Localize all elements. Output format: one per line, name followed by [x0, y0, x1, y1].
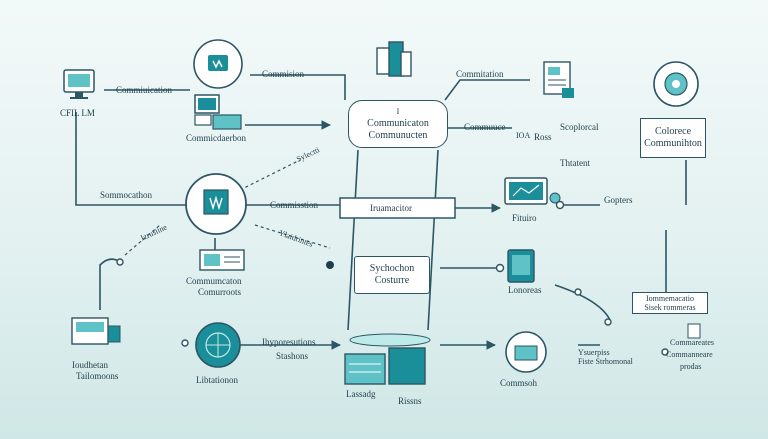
label-small-note-1: Ysuerpiss: [578, 348, 610, 357]
label-right-stack-3: prodas: [680, 362, 702, 371]
label-right-stack-1: Commareates: [670, 338, 714, 347]
label-top-left-arrow: Commiuication: [116, 85, 172, 95]
tablet-icon: [507, 249, 535, 283]
label-lonoreas: Lonoreas: [508, 285, 542, 295]
label-card-line2: Comurroots: [198, 287, 242, 297]
server-stack-icon: [376, 41, 412, 77]
sync-box-line1: Sychochon: [369, 263, 415, 274]
label-hyper-1: Ihyporesutions: [262, 337, 316, 347]
label-right-stack-2: Commanneare: [666, 350, 713, 359]
laptop-icon: [194, 94, 242, 130]
label-number-box: IOA: [516, 131, 531, 140]
label-hub-arrow: Commisstion: [270, 200, 319, 210]
endpoint-dots: [116, 200, 669, 356]
label-mid-left: Sommocathon: [100, 190, 152, 200]
desktop-monitor-icon: [63, 69, 95, 99]
card-icon: [199, 249, 245, 271]
dashed-links: [124, 159, 331, 256]
middle-bar-frame: [339, 197, 456, 219]
label-lassadg: Lassadg: [346, 389, 376, 399]
gear-icon: [653, 61, 699, 107]
central-box-line2: Communucten: [368, 130, 428, 141]
globe-icon: [195, 322, 241, 368]
label-thatent: Thtatent: [560, 158, 590, 168]
top-right-box-line2: Communihton: [644, 138, 702, 149]
label-rissrs: Rissns: [398, 396, 422, 406]
label-gopters: Gopters: [604, 195, 633, 205]
label-laptop-caption: Commicdaerbon: [186, 133, 246, 143]
small-doc-icon: [687, 323, 701, 339]
label-left-monitor: CFIL LM: [60, 108, 95, 118]
alert-box-line1: Iommemacatio: [646, 294, 694, 303]
label-bottom-left-1: Ioudhetan: [72, 360, 108, 370]
label-scoperal: Scoplorcal: [560, 122, 599, 132]
label-bottom-left-2: Tailomoons: [76, 371, 119, 381]
label-top-center: Commision: [262, 69, 305, 79]
label-small-note-2: Fiste Strhomonal: [578, 357, 633, 366]
label-commuce: Commuuce: [464, 122, 506, 132]
cloud-icon: [505, 331, 547, 373]
top-right-box-line1: Colorece: [654, 126, 692, 137]
sync-box-line2: Costurre: [374, 275, 410, 286]
central-box-marker: I: [396, 107, 400, 116]
label-ross: Ross: [534, 132, 552, 142]
printer-icon: [71, 317, 121, 345]
label-top-right: Commitation: [456, 69, 504, 79]
middle-bar-label: Iruamacitor: [370, 203, 412, 213]
document-chart-icon: [543, 61, 574, 98]
chat-logo-icon: [193, 39, 243, 89]
alert-box: Iommemacatio Sisek rommeras: [632, 292, 708, 314]
right-monitor-icon: [504, 177, 561, 205]
hub-icon: [185, 173, 247, 235]
label-fiturne: Fituiro: [512, 213, 537, 223]
label-commsion: Commsoh: [500, 378, 538, 388]
server-cluster-icon: [344, 333, 431, 385]
central-communication-box: I Communicaton Communucten: [348, 100, 448, 148]
top-right-box: Colorece Communihton: [640, 118, 706, 158]
alert-box-line2: Sisek rommeras: [644, 303, 696, 312]
label-card-line1: Commumcaton: [186, 276, 242, 286]
label-hyper-2: Stashons: [276, 351, 309, 361]
label-libtation: Libtationon: [196, 375, 238, 385]
central-box-line1: Communicaton: [367, 118, 429, 129]
synchronization-box: Sychochon Costurre: [354, 256, 430, 294]
